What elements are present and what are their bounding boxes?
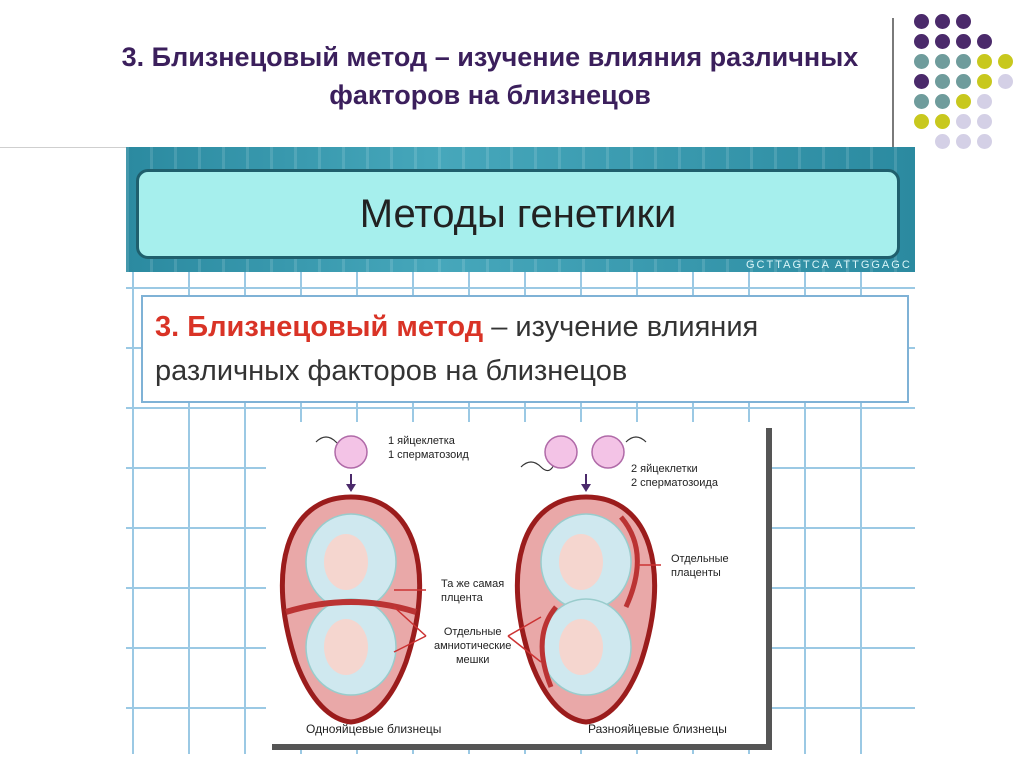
left-egg-group [316,436,367,492]
dot [935,134,950,149]
dot [977,34,992,49]
caption-fraternal-twins: Разнояйцевые близнецы [588,722,727,736]
label-line: 1 сперматозоид [388,449,469,461]
label-line: плаценты [671,567,721,579]
egg-cell-icon [545,436,577,468]
dot [935,34,950,49]
banner-title-box: Методы генетики [136,169,900,259]
dot [935,114,950,129]
embryo-icon [324,534,368,590]
label-separate-placentas: Отдельные плаценты [671,552,729,580]
banner-title: Методы генетики [360,192,677,237]
dot [998,54,1013,69]
egg-cell-icon [592,436,624,468]
sperm-icon [626,437,646,442]
twins-diagram: 1 яйцеклетка 1 сперматозоид 2 яйцеклетки… [266,422,766,744]
label-line: 2 яйцеклетки [631,463,698,475]
arrow-head-icon [346,484,356,492]
dot [956,94,971,109]
arrow-head-icon [581,484,591,492]
dot [914,54,929,69]
label-line: 1 яйцеклетка [388,435,455,447]
dot [977,134,992,149]
dot [956,114,971,129]
embryo-icon [559,619,603,675]
dot [977,94,992,109]
label-line: 2 сперматозоида [631,477,718,489]
label-line: Отдельные [444,626,502,638]
dot [956,34,971,49]
dot [977,74,992,89]
dot [956,14,971,29]
right-uterus [517,497,654,722]
dot [977,54,992,69]
banner: Методы генетики GCTTAGTCA ATTGGAGC [126,147,915,272]
dot [914,114,929,129]
dot [935,94,950,109]
dot [977,114,992,129]
embryo-icon [559,534,603,590]
label-line: мешки [456,654,489,666]
dot [914,94,929,109]
label-line: плцента [441,592,483,604]
dot [914,34,929,49]
dot [935,54,950,69]
embryo-icon [324,619,368,675]
egg-cell-icon [335,436,367,468]
vertical-divider [892,18,894,148]
slide-title-line1: 3. Близнецовый метод – изучение влияния … [122,42,859,72]
left-uterus [282,497,419,722]
dot [914,14,929,29]
slide-title: 3. Близнецовый метод – изучение влияния … [40,38,940,114]
label-amniotic-sacs: Отдельные амниотические мешки [434,625,511,667]
dot [998,74,1013,89]
label-one-egg: 1 яйцеклетка 1 сперматозоид [388,434,469,462]
label-two-eggs: 2 яйцеклетки 2 сперматозоида [631,462,718,490]
method-name: 3. Близнецовый метод [155,311,483,343]
dot [935,74,950,89]
method-definition-box: 3. Близнецовый метод – изучение влияния … [141,295,909,403]
caption-identical-twins: Однояйцевые близнецы [306,722,441,736]
dot [914,74,929,89]
label-line: амниотические [434,640,511,652]
dot [935,14,950,29]
dot [956,134,971,149]
label-same-placenta: Та же самая плцента [441,577,504,605]
dna-sequence-text: GCTTAGTCA ATTGGAGC [746,259,912,271]
slide-title-line2: факторов на близнецов [329,80,651,110]
embedded-slide-image: Методы генетики GCTTAGTCA ATTGGAGC 3. Бл… [126,147,915,754]
right-egg-group [521,436,646,492]
label-line: Отдельные [671,553,729,565]
decorative-dot-grid [903,10,1013,170]
label-line: Та же самая [441,578,504,590]
dot [956,54,971,69]
dot [956,74,971,89]
